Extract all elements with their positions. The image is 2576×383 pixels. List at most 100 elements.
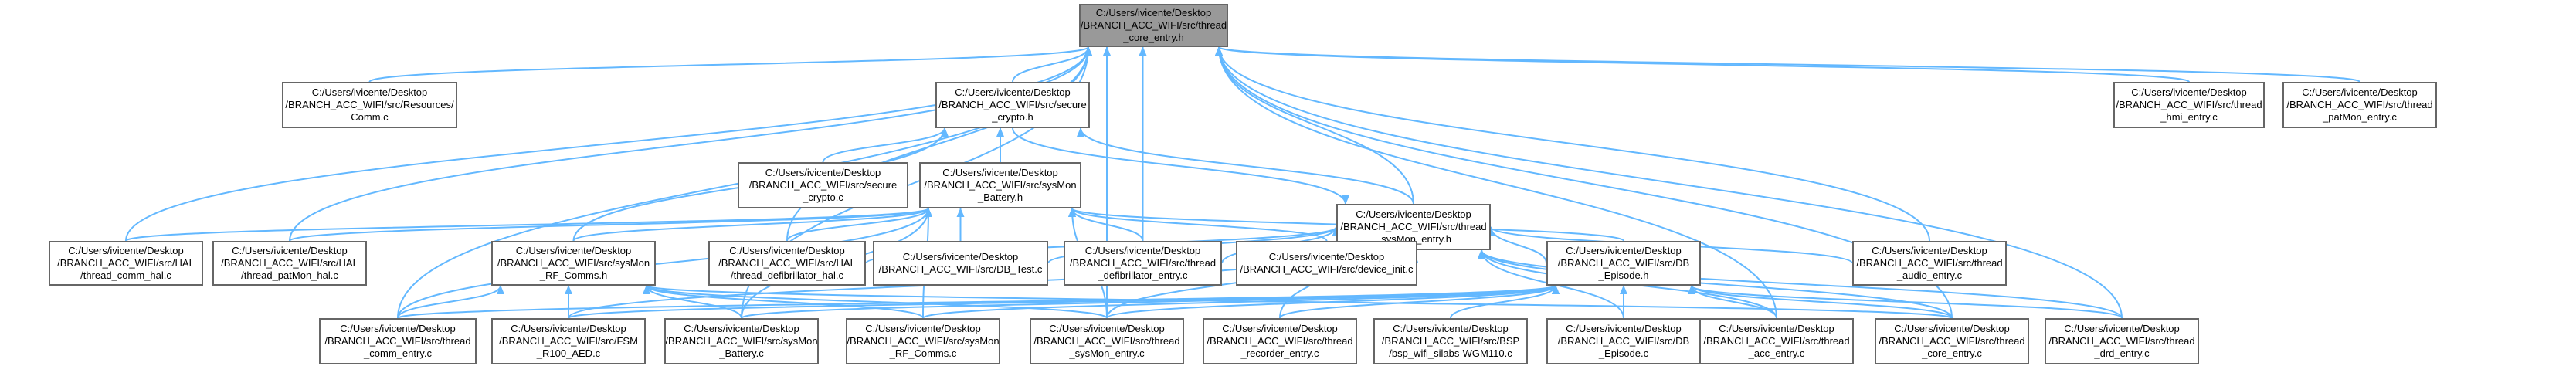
edge-n15-to-n7 xyxy=(1487,226,1547,264)
node-label-line: C:/Users/ivicente/Desktop xyxy=(1566,323,1682,334)
node-label-line: /BRANCH_ACC_WIFI/src/Resources/ xyxy=(285,99,454,110)
node-label-line: /BRANCH_ACC_WIFI/src/sysMon xyxy=(847,335,1000,347)
node-label-line: C:/Users/ivicente/Desktop xyxy=(1084,245,1201,256)
edge-n9-to-n6 xyxy=(289,208,932,242)
node-label-line: /BRANCH_ACC_WIFI/src/FSM xyxy=(499,335,638,347)
node-label-line: /BRANCH_ACC_WIFI/src/thread xyxy=(1879,335,2025,347)
node-label-line: _core_entry.c xyxy=(1922,347,1982,359)
node-resources-comm-c[interactable]: C:/Users/ivicente/Desktop/BRANCH_ACC_WIF… xyxy=(282,82,457,128)
node-db-episode-c[interactable]: C:/Users/ivicente/Desktop/BRANCH_ACC_WIF… xyxy=(1546,318,1701,364)
node-secure-crypto-h[interactable]: C:/Users/ivicente/Desktop/BRANCH_ACC_WIF… xyxy=(935,82,1090,128)
node-label-line: _Episode.h xyxy=(1598,269,1649,281)
edge-n7-to-n2 xyxy=(1077,127,1414,205)
node-thread-core-entry-h[interactable]: C:/Users/ivicente/Desktop/BRANCH_ACC_WIF… xyxy=(1079,4,1228,47)
edge-n26-to-n10 xyxy=(643,285,1953,319)
edge-n16-to-n0 xyxy=(1215,46,1930,242)
edge-n22-to-n15 xyxy=(1279,285,1560,319)
node-bsp-wifi-silabs-wgm110-c[interactable]: C:/Users/ivicente/Desktop/BRANCH_ACC_WIF… xyxy=(1373,318,1528,364)
edge-n26-to-n7 xyxy=(1478,249,1953,319)
node-label-line: C:/Users/ivicente/Desktop xyxy=(232,245,348,256)
node-label-line: _sysMon_entry.c xyxy=(1069,347,1145,359)
node-thread-recorder-entry-c[interactable]: C:/Users/ivicente/Desktop/BRANCH_ACC_WIF… xyxy=(1203,318,1357,364)
node-label-line: /BRANCH_ACC_WIFI/src/thread xyxy=(1080,19,1227,31)
edge-n19-to-n15 xyxy=(741,285,1560,319)
node-label-line: /BRANCH_ACC_WIFI/src/DB_Test.c xyxy=(878,263,1043,275)
edge-n2-to-n7 xyxy=(1012,127,1349,205)
node-label-line: C:/Users/ivicente/Desktop xyxy=(1356,208,1471,220)
edge-n27-to-n7 xyxy=(1478,249,2123,319)
node-fsm-r100-aed-c[interactable]: C:/Users/ivicente/Desktop/BRANCH_ACC_WIF… xyxy=(491,318,646,364)
node-label-line: _hmi_entry.c xyxy=(2160,111,2218,123)
edge-n7-to-n0 xyxy=(1215,46,1414,205)
node-label-line: _crypto.c xyxy=(803,192,843,203)
node-label-line: C:/Users/ivicente/Desktop xyxy=(311,86,428,98)
node-thread-sysmon-entry-c[interactable]: C:/Users/ivicente/Desktop/BRANCH_ACC_WIF… xyxy=(1030,318,1184,364)
node-hal-thread-defibrillator-hal-c[interactable]: C:/Users/ivicente/Desktop/BRANCH_ACC_WIF… xyxy=(708,241,866,286)
node-label-line: C:/Users/ivicente/Desktop xyxy=(1268,251,1385,263)
node-thread-defibrillator-entry-c[interactable]: C:/Users/ivicente/Desktop/BRANCH_ACC_WIF… xyxy=(1064,241,1222,286)
node-db-episode-h[interactable]: C:/Users/ivicente/Desktop/BRANCH_ACC_WIF… xyxy=(1546,241,1701,286)
node-thread-hmi-entry-c[interactable]: C:/Users/ivicente/Desktop/BRANCH_ACC_WIF… xyxy=(2113,82,2265,128)
edge-n4-to-n0 xyxy=(1215,46,2360,83)
node-label-line: C:/Users/ivicente/Desktop xyxy=(902,251,1019,263)
node-label-line: _drd_entry.c xyxy=(2094,347,2150,359)
node-label-line: /BRANCH_ACC_WIFI/src/thread xyxy=(2048,335,2195,347)
node-secure-crypto-c[interactable]: C:/Users/ivicente/Desktop/BRANCH_ACC_WIF… xyxy=(738,162,908,208)
node-device-init-c[interactable]: C:/Users/ivicente/Desktop/BRANCH_ACC_WIF… xyxy=(1236,241,1417,286)
node-label-line: /BRANCH_ACC_WIFI/src/device_init.c xyxy=(1240,263,1414,275)
edge-n27-to-n15 xyxy=(1688,285,2123,319)
edge-n1-to-n0 xyxy=(368,46,1092,83)
node-label-line: C:/Users/ivicente/Desktop xyxy=(1719,323,1834,334)
node-label-line: C:/Users/ivicente/Desktop xyxy=(515,245,632,256)
node-label-line: /BRANCH_ACC_WIFI/src/thread xyxy=(2116,99,2262,110)
node-thread-audio-entry-c[interactable]: C:/Users/ivicente/Desktop/BRANCH_ACC_WIF… xyxy=(1852,241,2007,286)
node-label-line: C:/Users/ivicente/Desktop xyxy=(1566,245,1682,256)
edge-n5-to-n2 xyxy=(822,127,949,163)
node-label-line: /BRANCH_ACC_WIFI/src/sysMon xyxy=(665,335,818,347)
node-thread-comm-entry-c[interactable]: C:/Users/ivicente/Desktop/BRANCH_ACC_WIF… xyxy=(319,318,477,364)
node-thread-patmon-entry-c[interactable]: C:/Users/ivicente/Desktop/BRANCH_ACC_WIF… xyxy=(2282,82,2437,128)
edge-n8-to-n6 xyxy=(125,208,932,242)
node-label-line: /BRANCH_ACC_WIFI/src/sysMon xyxy=(497,257,650,269)
node-hal-thread-comm-hal-c[interactable]: C:/Users/ivicente/Desktop/BRANCH_ACC_WIF… xyxy=(49,241,203,286)
edge-n8-to-n0 xyxy=(125,46,1092,242)
node-label-line: /BRANCH_ACC_WIFI/src/sysMon xyxy=(924,179,1077,191)
node-label-line: /BRANCH_ACC_WIFI/src/HAL xyxy=(718,257,856,269)
edge-n20-to-n15 xyxy=(922,285,1560,319)
node-label-line: _Battery.c xyxy=(719,347,764,359)
node-thread-core-entry-c[interactable]: C:/Users/ivicente/Desktop/BRANCH_ACC_WIF… xyxy=(1875,318,2029,364)
node-label-line: /BRANCH_ACC_WIFI/src/DB xyxy=(1557,335,1690,347)
node-label-line: _comm_entry.c xyxy=(364,347,432,359)
node-sysmon-battery-c[interactable]: C:/Users/ivicente/Desktop/BRANCH_ACC_WIF… xyxy=(664,318,819,364)
node-label-line: /BRANCH_ACC_WIFI/src/thread xyxy=(1069,257,1217,269)
node-label-line: /BRANCH_ACC_WIFI/src/thread xyxy=(1033,335,1180,347)
edge-n25-to-n0 xyxy=(1215,46,1777,319)
node-label-line: /BRANCH_ACC_WIFI/src/BSP xyxy=(1381,335,1520,347)
node-label-line: C:/Users/ivicente/Desktop xyxy=(684,323,799,334)
node-label-line: /BRANCH_ACC_WIFI/src/secure xyxy=(938,99,1087,110)
edge-n17-to-n15 xyxy=(397,285,1560,319)
edge-n21-to-n15 xyxy=(1106,285,1560,319)
node-label-line: C:/Users/ivicente/Desktop xyxy=(1894,323,2010,334)
node-label-line: _audio_entry.c xyxy=(1896,269,1963,281)
node-sysmon-rf-comms-h[interactable]: C:/Users/ivicente/Desktop/BRANCH_ACC_WIF… xyxy=(491,241,656,286)
node-label-line: /BRANCH_ACC_WIFI/src/HAL xyxy=(221,257,358,269)
node-label-line: /BRANCH_ACC_WIFI/src/HAL xyxy=(57,257,195,269)
node-label-line: /thread_patMon_hal.c xyxy=(241,269,338,281)
node-thread-drd-entry-c[interactable]: C:/Users/ivicente/Desktop/BRANCH_ACC_WIF… xyxy=(2045,318,2199,364)
node-label-line: /bsp_wifi_silabs-WGM110.c xyxy=(1389,347,1512,359)
edge-n17-to-n10 xyxy=(397,285,504,319)
node-db-test-c[interactable]: C:/Users/ivicente/Desktop/BRANCH_ACC_WIF… xyxy=(873,241,1048,286)
node-sysmon-battery-h[interactable]: C:/Users/ivicente/Desktop/BRANCH_ACC_WIF… xyxy=(919,162,1081,208)
node-label-line: /BRANCH_ACC_WIFI/src/thread xyxy=(1856,257,2003,269)
node-label-line: C:/Users/ivicente/Desktop xyxy=(1222,323,1338,334)
node-label-line: C:/Users/ivicente/Desktop xyxy=(1095,7,1212,19)
node-label-line: _recorder_entry.c xyxy=(1240,347,1319,359)
node-label-line: /BRANCH_ACC_WIFI/src/thread xyxy=(1207,335,1353,347)
node-sysmon-rf-comms-c[interactable]: C:/Users/ivicente/Desktop/BRANCH_ACC_WIF… xyxy=(846,318,1000,364)
node-thread-acc-entry-c[interactable]: C:/Users/ivicente/Desktop/BRANCH_ACC_WIF… xyxy=(1699,318,1854,364)
node-label-line: /thread_defibrillator_hal.c xyxy=(731,269,843,281)
node-label-line: Comm.c xyxy=(351,111,389,123)
node-hal-thread-patmon-hal-c[interactable]: C:/Users/ivicente/Desktop/BRANCH_ACC_WIF… xyxy=(212,241,367,286)
